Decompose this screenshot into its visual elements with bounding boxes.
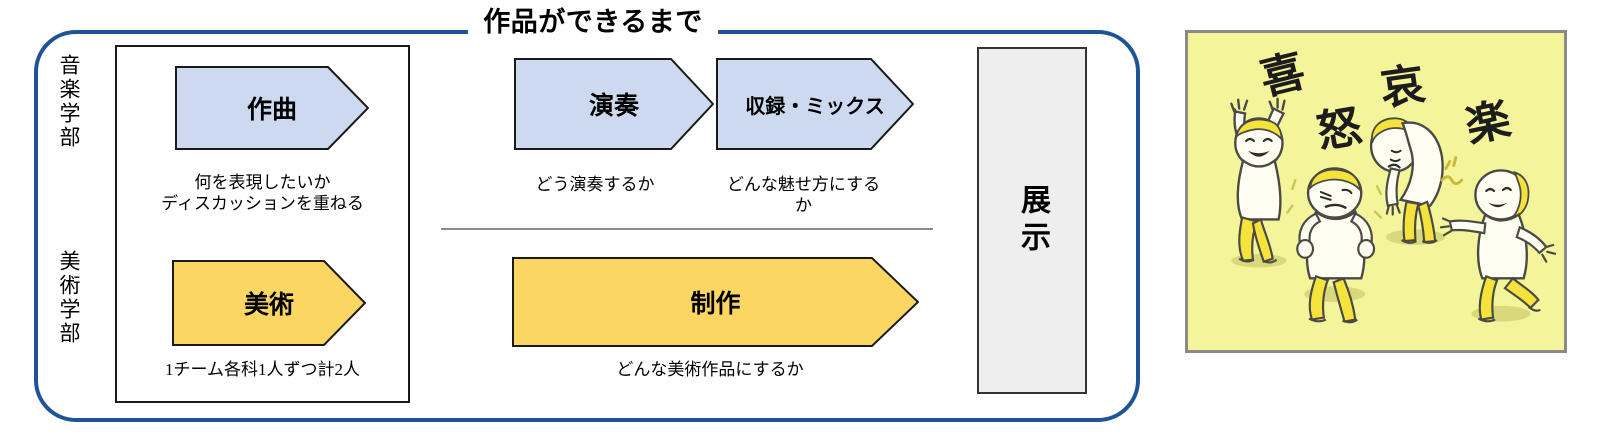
step-arrow-label: 美術 [243, 292, 294, 319]
emotion-figures-illustration: 喜 怒 哀 楽 [1188, 33, 1564, 350]
title-border-gap [468, 18, 718, 44]
step-caption-bijutsu: 1チーム各科1人ずつ計2人 [120, 360, 405, 381]
step-arrow-label: 演奏 [588, 93, 639, 120]
figure-pleasure [1439, 156, 1557, 323]
step-arrow-seisaku[interactable]: 制作 [512, 257, 919, 347]
kanji-raku-icon: 楽 [1461, 95, 1515, 152]
step-arrow-label: 作曲 [246, 97, 297, 124]
step-arrow-shuuroku-mix[interactable]: 収録・ミックス [716, 58, 914, 150]
svg-text:楽: 楽 [1461, 95, 1515, 152]
chevron-shape-icon [716, 58, 914, 150]
figure-sorrow [1369, 117, 1445, 245]
caption-line: どんな魅せ方にする [726, 175, 881, 194]
chevron-shape-icon [514, 58, 714, 150]
step-caption-sakkyoku: 何を表現したいか ディスカッションを重ねる [120, 173, 405, 214]
svg-text:怒: 怒 [1313, 102, 1365, 158]
kanji-do-icon: 怒 [1313, 102, 1365, 158]
chevron-shape-icon [175, 66, 369, 150]
caption-line: ディスカッションを重ねる [161, 193, 364, 213]
caption-line: 1チーム各科1人ずつ計2人 [165, 360, 360, 379]
figure-joy [1230, 97, 1287, 268]
step-arrow-sakkyoku[interactable]: 作曲 [175, 66, 369, 150]
step-arrow-bijutsu[interactable]: 美術 [172, 260, 366, 346]
svg-text:哀: 哀 [1377, 60, 1428, 115]
faculty-label-music: 音楽学部 [57, 54, 81, 150]
exhibit-box[interactable]: 展示 [977, 47, 1087, 394]
step-arrow-label: 収録・ミックス [745, 95, 885, 118]
faculty-label-art: 美術学部 [57, 250, 81, 346]
illustration-panel: 喜 怒 哀 楽 [1185, 30, 1567, 353]
caption-line: 何を表現したいか [194, 173, 331, 192]
chevron-shape-icon [172, 260, 366, 346]
chevron-shape-icon [512, 257, 919, 347]
kanji-ai-icon: 哀 [1377, 60, 1428, 115]
left-column-box [115, 45, 410, 403]
step-caption-seisaku: どんな美術作品にするか [510, 360, 910, 381]
step-caption-shuuroku-mix: どんな魅せ方にする か [706, 175, 901, 216]
caption-line: どんな美術作品にするか [616, 360, 804, 379]
caption-line: か [795, 195, 812, 215]
track-divider [441, 228, 933, 230]
exhibit-label: 展示 [1016, 183, 1049, 258]
caption-line: どう演奏するか [535, 175, 655, 194]
step-arrow-label: 制作 [690, 291, 741, 318]
page-title: 作品ができるまで [483, 7, 703, 37]
figure-anger [1286, 167, 1383, 324]
step-arrow-ensou[interactable]: 演奏 [514, 58, 714, 150]
step-caption-ensou: どう演奏するか [495, 175, 695, 196]
